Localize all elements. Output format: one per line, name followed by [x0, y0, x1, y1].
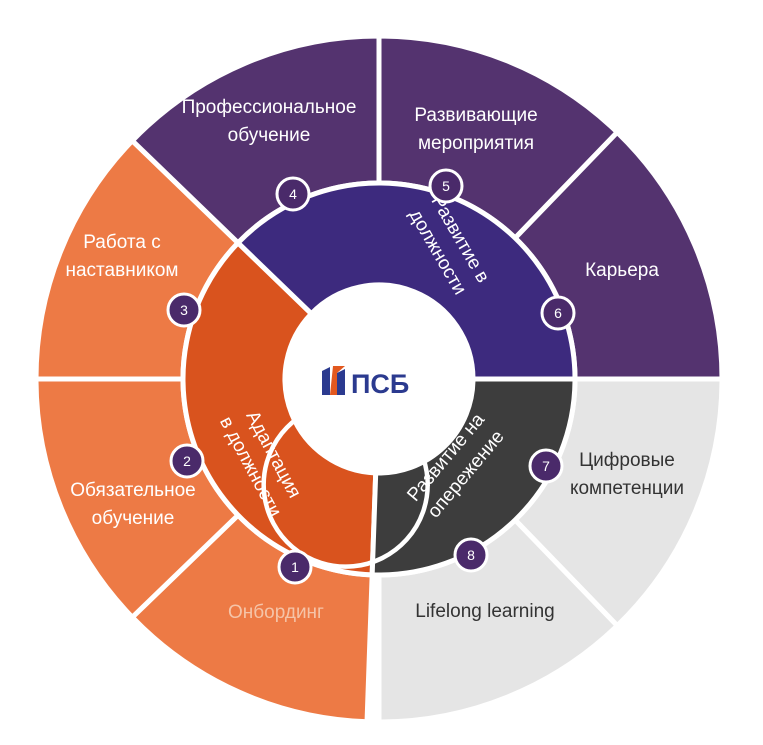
outer-label-line: Развивающие — [414, 105, 537, 126]
step-badge-circle — [528, 448, 564, 484]
outer-label-line: Онбординг — [228, 602, 324, 623]
step-badge-3: 3 — [166, 292, 202, 328]
outer-label-2: Обязательное обучение — [70, 480, 195, 529]
step-badge-circle — [169, 443, 205, 479]
step-badges: 1 2 3 4 5 6 7 8 — [166, 168, 576, 585]
outer-label-line: компетенции — [570, 478, 684, 499]
step-badge-number: 1 — [291, 559, 299, 575]
step-badge-5: 5 — [428, 168, 464, 204]
step-badge-number: 7 — [542, 458, 550, 474]
step-badge-circle — [428, 168, 464, 204]
step-badge-7: 7 — [528, 448, 564, 484]
cycle-arrow-start-dot — [299, 408, 310, 419]
step-badge-number: 2 — [183, 453, 191, 469]
step-badge-circle — [453, 537, 489, 573]
step-badge-1: 1 — [277, 549, 313, 585]
center-hub: ПСБ — [261, 285, 473, 569]
step-badge-6: 6 — [540, 295, 576, 331]
step-badge-number: 6 — [554, 305, 562, 321]
outer-label-line: Lifelong learning — [415, 601, 554, 622]
outer-label-7: Цифровые компетенции — [570, 450, 684, 499]
outer-label-4: Профессиональное обучение — [182, 97, 357, 146]
outer-label-line: Цифровые — [579, 450, 675, 471]
outer-label-line: Профессиональное — [182, 97, 357, 118]
outer-label-line: Работа с — [83, 232, 160, 253]
hub-inner-white — [309, 309, 449, 449]
inner-segment-adaptation — [180, 239, 379, 578]
outer-label-3: Работа с наставником — [66, 232, 179, 281]
cycle-arrow-head — [411, 439, 431, 455]
step-badge-number: 3 — [180, 302, 188, 318]
outer-label-line: Обязательное — [70, 480, 195, 501]
logo-text: ПСБ — [351, 369, 409, 399]
outer-label-line: наставником — [66, 260, 179, 281]
outer-label-line: обучение — [92, 508, 175, 529]
outer-label-line: Карьера — [585, 260, 659, 281]
step-badge-8: 8 — [453, 537, 489, 573]
outer-label-8: Lifelong learning — [415, 601, 554, 622]
outer-label-line: обучение — [228, 125, 311, 146]
step-badge-2: 2 — [169, 443, 205, 479]
step-badge-number: 5 — [442, 178, 450, 194]
step-badge-circle — [275, 176, 311, 212]
step-badge-number: 8 — [467, 547, 475, 563]
step-badge-circle — [277, 549, 313, 585]
psb-logo-icon — [322, 366, 345, 395]
outer-label-line: мероприятия — [418, 133, 534, 154]
outer-label-1: Онбординг — [228, 602, 324, 623]
step-badge-4: 4 — [275, 176, 311, 212]
step-badge-circle — [540, 295, 576, 331]
cycle-arrow-arc — [261, 411, 430, 569]
step-badge-number: 4 — [289, 186, 297, 202]
outer-label-5: Развивающие мероприятия — [414, 105, 537, 154]
outer-label-6: Карьера — [585, 260, 659, 281]
step-badge-circle — [166, 292, 202, 328]
